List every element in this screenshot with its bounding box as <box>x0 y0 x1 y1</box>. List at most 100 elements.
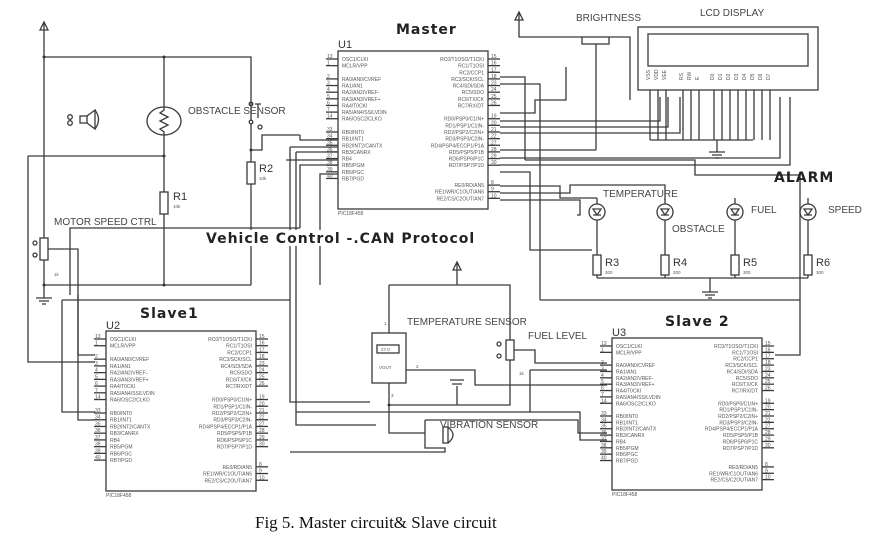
pin-name-left: RA6/OSC2/CLKO <box>342 117 382 123</box>
u3-part: PIC18F458 <box>612 492 638 498</box>
pin-name-left: RB0/INT0 <box>110 411 132 417</box>
pin-name-left: RA0/AN0/CVREF <box>342 77 381 83</box>
lcd-pin-label: D2 <box>726 73 732 80</box>
pin-name-left: RA0/AN0/CVREF <box>616 363 655 369</box>
pin-name-left: MCLR/VPP <box>342 64 368 70</box>
pin-number-right: 19 <box>259 395 265 401</box>
pin-number-right: 9 <box>765 468 768 474</box>
pin-number-left: 35 <box>601 424 607 430</box>
pin-name-right: RC1/T1OSI <box>226 344 252 350</box>
pin-number-left: 7 <box>95 388 98 394</box>
pin-name-right: RC6/TX/CK <box>458 97 485 103</box>
pin-number-left: 33 <box>601 411 607 417</box>
slave1-title: Slave1 <box>140 306 199 322</box>
pin-number-left: 13 <box>601 341 607 347</box>
pin-number-left: 13 <box>95 334 101 340</box>
pin-name-right: RD5/PSP5/P1B <box>449 150 485 156</box>
motor-speed-potentiometer <box>39 237 49 261</box>
temp-pin-1: 1 <box>384 321 387 326</box>
brightness-label: BRIGHTNESS <box>576 13 641 24</box>
pin-number-right: 21 <box>765 411 771 417</box>
pin-number-right: 8 <box>491 180 494 186</box>
r2-ref: R2 <box>259 163 273 175</box>
pin-number-left: 38 <box>95 442 101 448</box>
lcd-pin-label: RS <box>679 72 685 80</box>
pin-number-right: 22 <box>259 415 265 421</box>
u3-body <box>611 337 763 491</box>
pin-number-left: 6 <box>601 386 604 392</box>
pin-number-right: 18 <box>259 354 265 360</box>
pin-name-left: RB0/INT0 <box>616 414 638 420</box>
pin-name-right: RC5/SDO <box>230 371 252 377</box>
pin-number-left: 5 <box>601 379 604 385</box>
pin-name-left: OSC1/CLKI <box>342 57 368 63</box>
pot-value: 1k <box>54 272 60 277</box>
pin-name-right: RE1/WR/C1OUT/AN6 <box>709 471 758 477</box>
pin-number-left: 7 <box>601 392 604 398</box>
pin-number-right: 10 <box>491 193 497 199</box>
pin-name-right: RD3/PSP3/C2IN- <box>213 418 252 424</box>
pin-name-left: RB1/INT1 <box>616 420 638 426</box>
pin-number-right: 24 <box>259 368 265 374</box>
lcd-pin-label: E <box>695 76 701 80</box>
pin-name-right: RD1/PSP1/C1IN- <box>719 408 758 414</box>
pin-number-left: 39 <box>601 449 607 455</box>
pin-name-right: RD6/PSP6/P1C <box>217 438 253 444</box>
pin-name-left: RA4/T0CKI <box>616 389 641 395</box>
pin-number-right: 20 <box>491 120 497 126</box>
lcd-pin-label: VEE <box>662 69 668 80</box>
alarm-resistor <box>803 254 813 276</box>
pin-number-left: 5 <box>95 374 98 380</box>
pin-name-left: RA1/AN1 <box>110 364 131 370</box>
vcc-arrow-icon <box>38 20 50 31</box>
pin-name-right: RC4/SDI/SDA <box>727 369 759 375</box>
vehicle-control-banner: Vehicle Control -.CAN Protocol <box>206 231 475 247</box>
master-title: Master <box>396 22 457 38</box>
pin-number-left: 6 <box>95 381 98 387</box>
pin-number-left: 40 <box>601 456 607 462</box>
pin-name-right: RC7/RX/DT <box>226 384 252 390</box>
u2-ref: U2 <box>106 320 120 332</box>
pin-name-right: RC0/T1OSO/T1CKI <box>440 57 484 63</box>
pin-name-right: RD3/PSP3/C2IN- <box>719 420 758 426</box>
figure-caption: Fig 5. Master circuit& Slave circuit <box>255 513 497 532</box>
pin-name-left: RA0/AN0/CVREF <box>110 357 149 363</box>
pin-number-right: 9 <box>491 187 494 193</box>
u3-ref: U3 <box>612 327 626 339</box>
pin-number-left: 38 <box>327 160 333 166</box>
pin-number-right: 23 <box>765 366 771 372</box>
pin-name-left: RB3/CANRX <box>342 150 371 156</box>
ground-icon-left <box>36 290 52 305</box>
pin-name-left: RB5/PGM <box>342 163 365 169</box>
pin-number-right: 16 <box>765 347 771 353</box>
slave1-wiring <box>61 295 290 421</box>
pin-number-right: 18 <box>491 74 497 80</box>
speaker-icon <box>67 108 100 131</box>
alarm-resistor-ref: R3 <box>605 257 619 269</box>
pin-name-left: RA2/AN2/VREF- <box>110 371 148 377</box>
alarm-resistor-value: 300 <box>816 270 824 275</box>
pin-name-right: RC2/CCP1 <box>733 357 758 363</box>
pin-number-left: 39 <box>95 448 101 454</box>
pin-number-left: 2 <box>327 74 330 80</box>
pin-name-left: RB7/PGD <box>342 176 364 182</box>
pin-name-left: RB0/INT0 <box>342 130 364 136</box>
alarm-resistor-ref: R4 <box>673 257 687 269</box>
pin-number-right: 22 <box>765 417 771 423</box>
u1-body <box>337 50 489 210</box>
obstacle-sensor-label: OBSTACLE SENSOR <box>188 106 286 117</box>
pin-number-left: 4 <box>601 373 604 379</box>
alarm-led-icon <box>656 203 674 221</box>
pin-name-left: RA6/OSC2/CLKO <box>616 401 656 407</box>
pin-name-left: RA3/AN3/VREF+ <box>110 377 149 383</box>
pin-name-right: RE1/WR/C1OUT/AN6 <box>435 190 484 196</box>
pin-name-right: RD7/PSP7/P1D <box>449 163 485 169</box>
pin-number-left: 37 <box>95 435 101 441</box>
slave2-sensors: TEMPERATURE SENSOR FUEL LEVEL 27.0 VOUT … <box>290 260 607 453</box>
fuel-level-label: FUEL LEVEL <box>528 331 588 342</box>
pin-name-right: RC5/SDO <box>462 90 484 96</box>
pin-name-left: OSC1/CLKI <box>616 344 642 350</box>
